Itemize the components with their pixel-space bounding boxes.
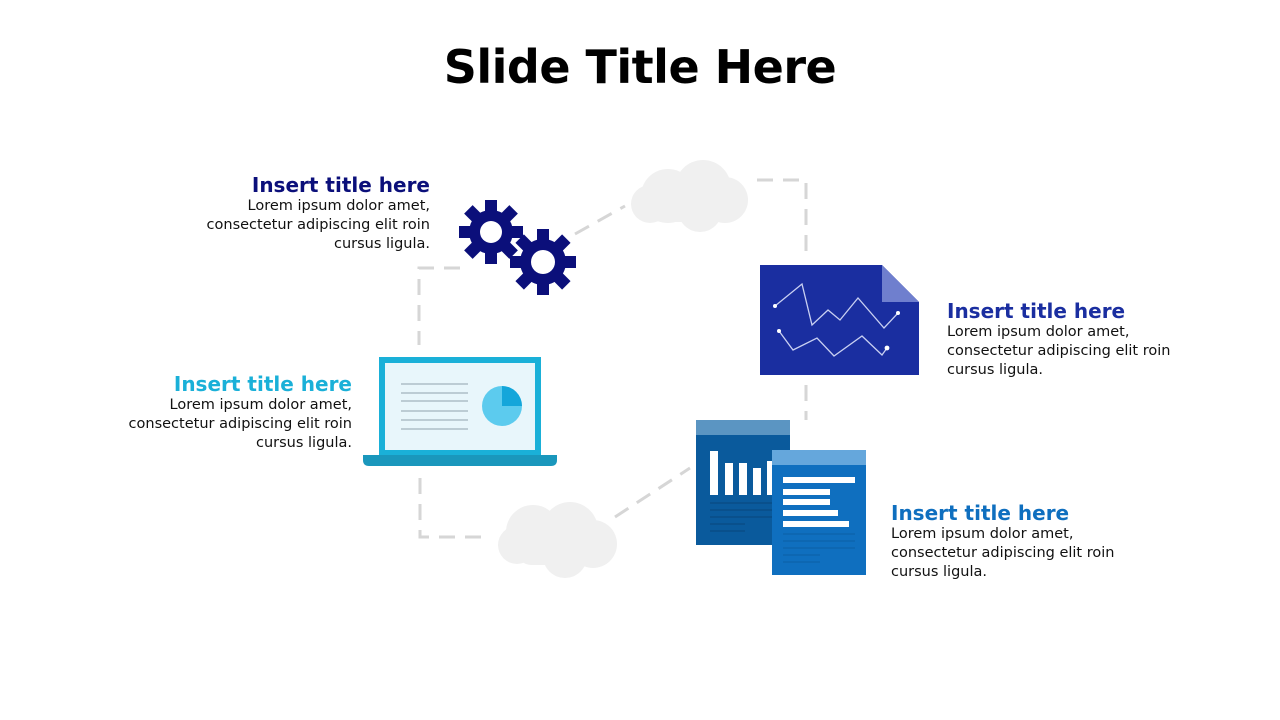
item-body-line: cursus ligula. <box>255 435 352 451</box>
cloud-icon-bottom <box>498 502 617 578</box>
item-line-chart: Insert title here Lorem ipsum dolor amet… <box>947 299 1227 380</box>
item-gears: Insert title here Lorem ipsum dolor amet… <box>150 173 430 254</box>
item-title: Insert title here <box>173 372 352 396</box>
item-body-line: Lorem ipsum dolor amet, <box>891 526 1074 542</box>
item-body-line: Lorem ipsum dolor amet, <box>247 198 430 214</box>
gears-icon <box>459 200 576 295</box>
item-body-line: cursus ligula. <box>947 362 1044 378</box>
laptop-presentation-icon <box>363 357 557 466</box>
line-chart-document-icon <box>760 265 919 375</box>
item-laptop: Insert title here Lorem ipsum dolor amet… <box>72 372 352 453</box>
connector-lines <box>417 178 808 539</box>
item-body-line: consectetur adipiscing elit roin <box>206 217 430 233</box>
item-body-line: consectetur adipiscing elit roin <box>947 343 1171 359</box>
item-body-line: consectetur adipiscing elit roin <box>128 416 352 432</box>
item-body-line: cursus ligula. <box>891 564 988 580</box>
item-title: Insert title here <box>947 299 1126 323</box>
item-body-line: Lorem ipsum dolor amet, <box>947 324 1130 340</box>
item-body-line: cursus ligula. <box>333 236 430 252</box>
item-body-line: Lorem ipsum dolor amet, <box>169 397 352 413</box>
item-title: Insert title here <box>891 501 1070 525</box>
cloud-icon-top <box>631 160 748 232</box>
slide-title: Slide Title Here <box>443 40 837 94</box>
item-reports: Insert title here Lorem ipsum dolor amet… <box>891 501 1171 582</box>
item-title: Insert title here <box>251 173 430 197</box>
report-documents-icon <box>696 420 866 575</box>
item-body-line: consectetur adipiscing elit roin <box>891 545 1115 561</box>
